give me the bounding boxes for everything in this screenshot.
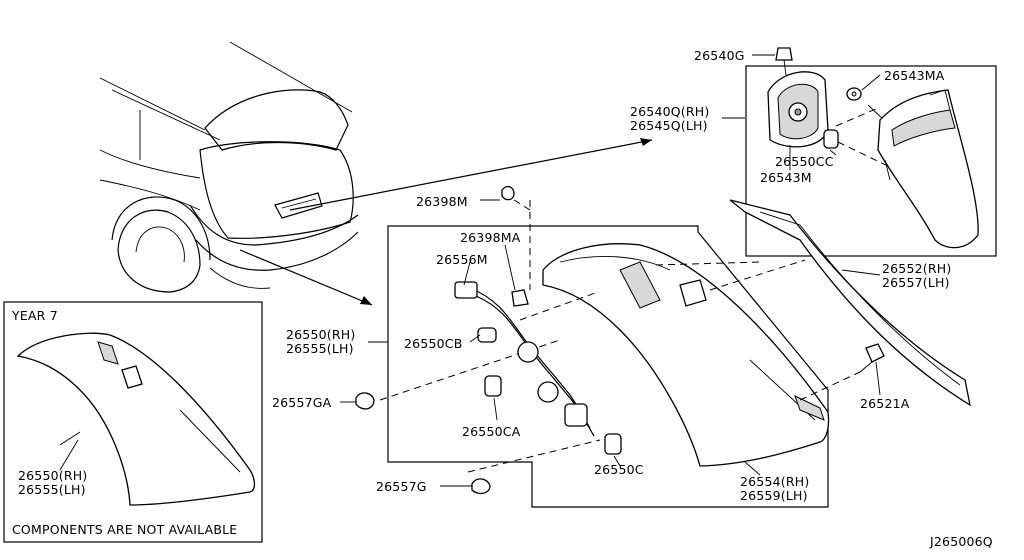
inset-label-rh: 26550(RH) <box>18 468 87 483</box>
label-26545Q: 26545Q(LH) <box>630 118 708 133</box>
inset-label-lh: 26555(LH) <box>18 482 86 497</box>
diagram-id: J265006Q <box>929 534 993 549</box>
label-26556M: 26556M <box>436 252 488 267</box>
part-labels: 26540G 26543MA 26540Q(RH) 26545Q(LH) 265… <box>272 48 951 503</box>
grommets <box>355 392 491 495</box>
label-26543M: 26543M <box>760 170 812 185</box>
upper-lamp-assembly <box>745 47 997 257</box>
label-26550CC: 26550CC <box>775 154 834 169</box>
label-26550C: 26550C <box>594 462 644 477</box>
label-26398M: 26398M <box>416 194 468 209</box>
label-26559: 26559(LH) <box>740 488 808 503</box>
label-26550CB: 26550CB <box>404 336 462 351</box>
label-26540G: 26540G <box>694 48 745 63</box>
label-26540Q: 26540Q(RH) <box>630 104 709 119</box>
main-lamp-assembly <box>379 185 861 508</box>
label-26557G: 26557G <box>376 479 427 494</box>
label-26552: 26552(RH) <box>882 261 951 276</box>
vehicle-rear-sketch <box>99 41 653 306</box>
garnish-strip <box>729 199 971 407</box>
label-26554: 26554(RH) <box>740 474 809 489</box>
leader-lines <box>59 54 881 487</box>
label-26398MA: 26398MA <box>460 230 521 245</box>
label-26557: 26557(LH) <box>882 275 950 290</box>
label-26521A: 26521A <box>860 396 910 411</box>
inset-title: YEAR 7 <box>11 308 58 323</box>
label-26550CA: 26550CA <box>462 424 521 439</box>
label-26555: 26555(LH) <box>286 341 354 356</box>
label-26557GA: 26557GA <box>272 395 332 410</box>
label-26550: 26550(RH) <box>286 327 355 342</box>
inset-note: COMPONENTS ARE NOT AVAILABLE <box>12 522 237 537</box>
label-26543MA: 26543MA <box>884 68 945 83</box>
inset-year-7 <box>3 301 263 543</box>
inset-labels: YEAR 7 26550(RH) 26555(LH) COMPONENTS AR… <box>11 308 237 537</box>
